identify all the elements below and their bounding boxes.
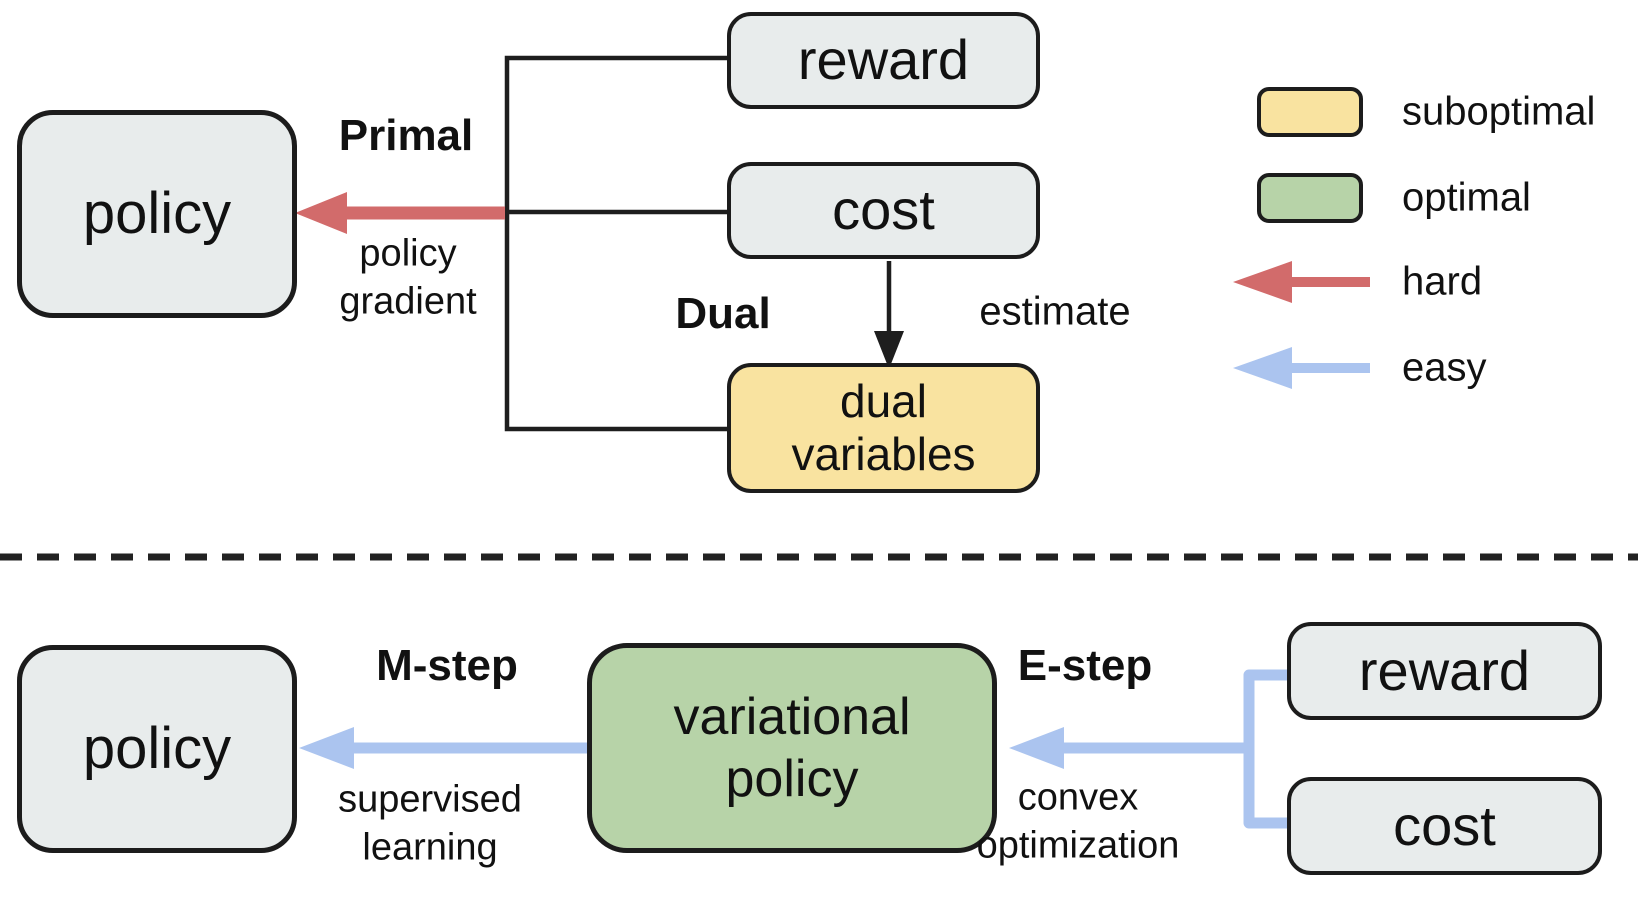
primal-label: Primal: [338, 111, 474, 160]
top-reward-box: reward: [727, 12, 1040, 109]
legend-optimal-swatch: [1257, 173, 1363, 223]
dual-variables-label: dual variables: [791, 375, 976, 480]
primal-dual-bracket: [504, 55, 727, 432]
top-policy-box: policy: [17, 110, 297, 318]
bottom-policy-label: policy: [82, 715, 232, 781]
bottom-reward-box: reward: [1287, 622, 1602, 720]
legend-hard-arrow-head: [1233, 261, 1292, 303]
top-cost-label: cost: [832, 178, 935, 242]
bottom-policy-box: policy: [17, 645, 297, 853]
legend-suboptimal-swatch: [1257, 87, 1363, 137]
estimate-arrow-head: [874, 331, 904, 369]
dual-label: Dual: [675, 289, 771, 338]
convex-optimization-label: convex optimization: [976, 776, 1180, 867]
bottom-reward-label: reward: [1358, 638, 1531, 702]
variational-policy-label: variational policy: [673, 687, 911, 808]
e-step-bracket: [1243, 669, 1291, 829]
top-policy-label: policy: [82, 180, 232, 246]
bottom-cost-label: cost: [1393, 793, 1496, 857]
legend-suboptimal-label: suboptimal: [1402, 89, 1596, 134]
legend-hard-label: hard: [1402, 259, 1483, 304]
m-step-arrow-head: [299, 727, 354, 769]
top-reward-label: reward: [797, 28, 970, 92]
legend-easy-arrow-head: [1233, 347, 1292, 389]
dual-variables-box: dual variables: [727, 363, 1040, 493]
e-step-label: E-step: [1017, 641, 1153, 690]
top-cost-box: cost: [727, 162, 1040, 259]
estimate-label: estimate: [979, 289, 1131, 334]
legend-easy-label: easy: [1402, 345, 1487, 390]
bottom-cost-box: cost: [1287, 777, 1602, 875]
variational-policy-box: variational policy: [587, 643, 997, 853]
primal-arrow-head: [295, 192, 347, 234]
policy-gradient-label: policy gradient: [339, 232, 477, 323]
e-step-arrow-head: [1009, 727, 1064, 769]
m-step-label: M-step: [376, 641, 518, 690]
legend-optimal-label: optimal: [1402, 175, 1531, 220]
supervised-learning-label: supervised learning: [338, 778, 522, 869]
